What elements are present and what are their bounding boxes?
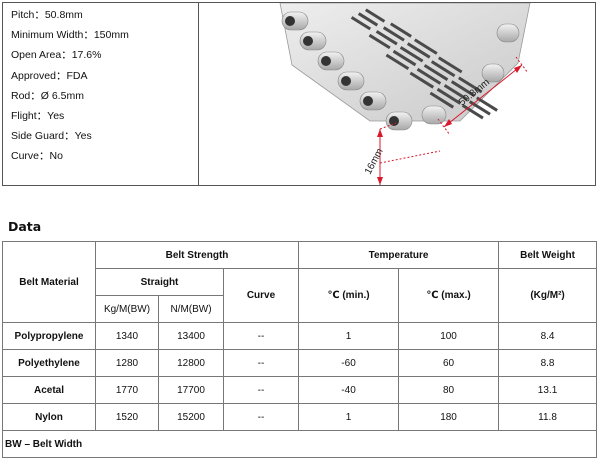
cell-temp-min: 1: [298, 322, 400, 350]
height-dimension-label: 16mm: [363, 147, 386, 177]
cell-weight: 8.4: [498, 322, 598, 350]
cell-temp-min: 1: [298, 403, 400, 431]
spec-list: Pitch：50.8mm Minimum Width：150mm Open Ar…: [3, 3, 199, 185]
header-straight: Straight: [95, 268, 224, 296]
cell-kg: 1520: [95, 403, 159, 431]
header-belt-strength: Belt Strength: [94, 241, 300, 269]
cell-temp-min: -40: [298, 376, 400, 404]
cell-temp-max: 80: [398, 376, 500, 404]
cell-weight: 8.8: [498, 349, 598, 377]
cell-nm: 15200: [158, 403, 224, 431]
header-belt-weight: Belt Weight: [498, 241, 598, 269]
cell-nm: 12800: [158, 349, 224, 377]
spec-pitch: Pitch：50.8mm: [11, 9, 83, 21]
spec-open-area: Open Area：17.6%: [11, 49, 102, 62]
cell-material: Acetal: [2, 376, 96, 404]
header-weight-unit: (Kg/M²): [498, 268, 598, 323]
cell-kg: 1280: [95, 349, 159, 377]
header-curve: Curve: [222, 268, 300, 323]
cell-weight: 13.1: [498, 376, 598, 404]
header-temperature: Temperature: [298, 241, 500, 269]
cell-temp-max: 180: [398, 403, 500, 431]
cell-temp-max: 60: [398, 349, 500, 377]
header-belt-material: Belt Material: [2, 241, 96, 323]
cell-material: Polypropylene: [2, 322, 96, 350]
header-n-per-m: N/M(BW): [158, 295, 224, 323]
cell-kg: 1340: [95, 322, 159, 350]
belt-data-table: Belt Material Belt Strength Temperature …: [1, 241, 598, 458]
section-title: Data: [8, 219, 42, 234]
table-row: Nylon 1520 15200 -- 1 180 11.8: [2, 403, 598, 431]
spec-minimum-width: Minimum Width：150mm: [11, 29, 129, 42]
cell-nm: 13400: [158, 322, 224, 350]
cell-curve: --: [222, 403, 300, 431]
cell-nm: 17700: [158, 376, 224, 404]
cell-temp-max: 100: [398, 322, 500, 350]
header-temp-max: ℃ (max.): [398, 268, 500, 323]
footnote-belt-width: BW – Belt Width: [1, 430, 598, 458]
cell-curve: --: [222, 376, 300, 404]
table-row: Polypropylene 1340 13400 -- 1 100 8.4: [2, 322, 598, 350]
cell-curve: --: [222, 322, 300, 350]
header-temp-min: ℃ (min.): [298, 268, 400, 323]
spec-curve: Curve：No: [11, 150, 63, 163]
belt-surface: [279, 3, 531, 122]
cell-weight: 11.8: [498, 403, 598, 431]
header-kg-per-m: Kg/M(BW): [95, 295, 159, 323]
spec-flight: Flight：Yes: [11, 109, 65, 122]
cell-temp-min: -60: [298, 349, 400, 377]
spec-approved: Approved：FDA: [11, 69, 88, 82]
belt-illustration: 50.8mm 16mm: [200, 3, 595, 185]
cell-material: Nylon: [2, 403, 96, 431]
cell-curve: --: [222, 349, 300, 377]
belt-knuckles: [281, 11, 520, 131]
cell-material: Polyethylene: [2, 349, 96, 377]
spec-side-guard: Side Guard：Yes: [11, 130, 92, 143]
spec-panel: Pitch：50.8mm Minimum Width：150mm Open Ar…: [2, 2, 596, 186]
cell-kg: 1770: [95, 376, 159, 404]
table-row: Acetal 1770 17700 -- -40 80 13.1: [2, 376, 598, 404]
table-row: Polyethylene 1280 12800 -- -60 60 8.8: [2, 349, 598, 377]
spec-rod: Rod：Ø 6.5mm: [11, 89, 84, 102]
